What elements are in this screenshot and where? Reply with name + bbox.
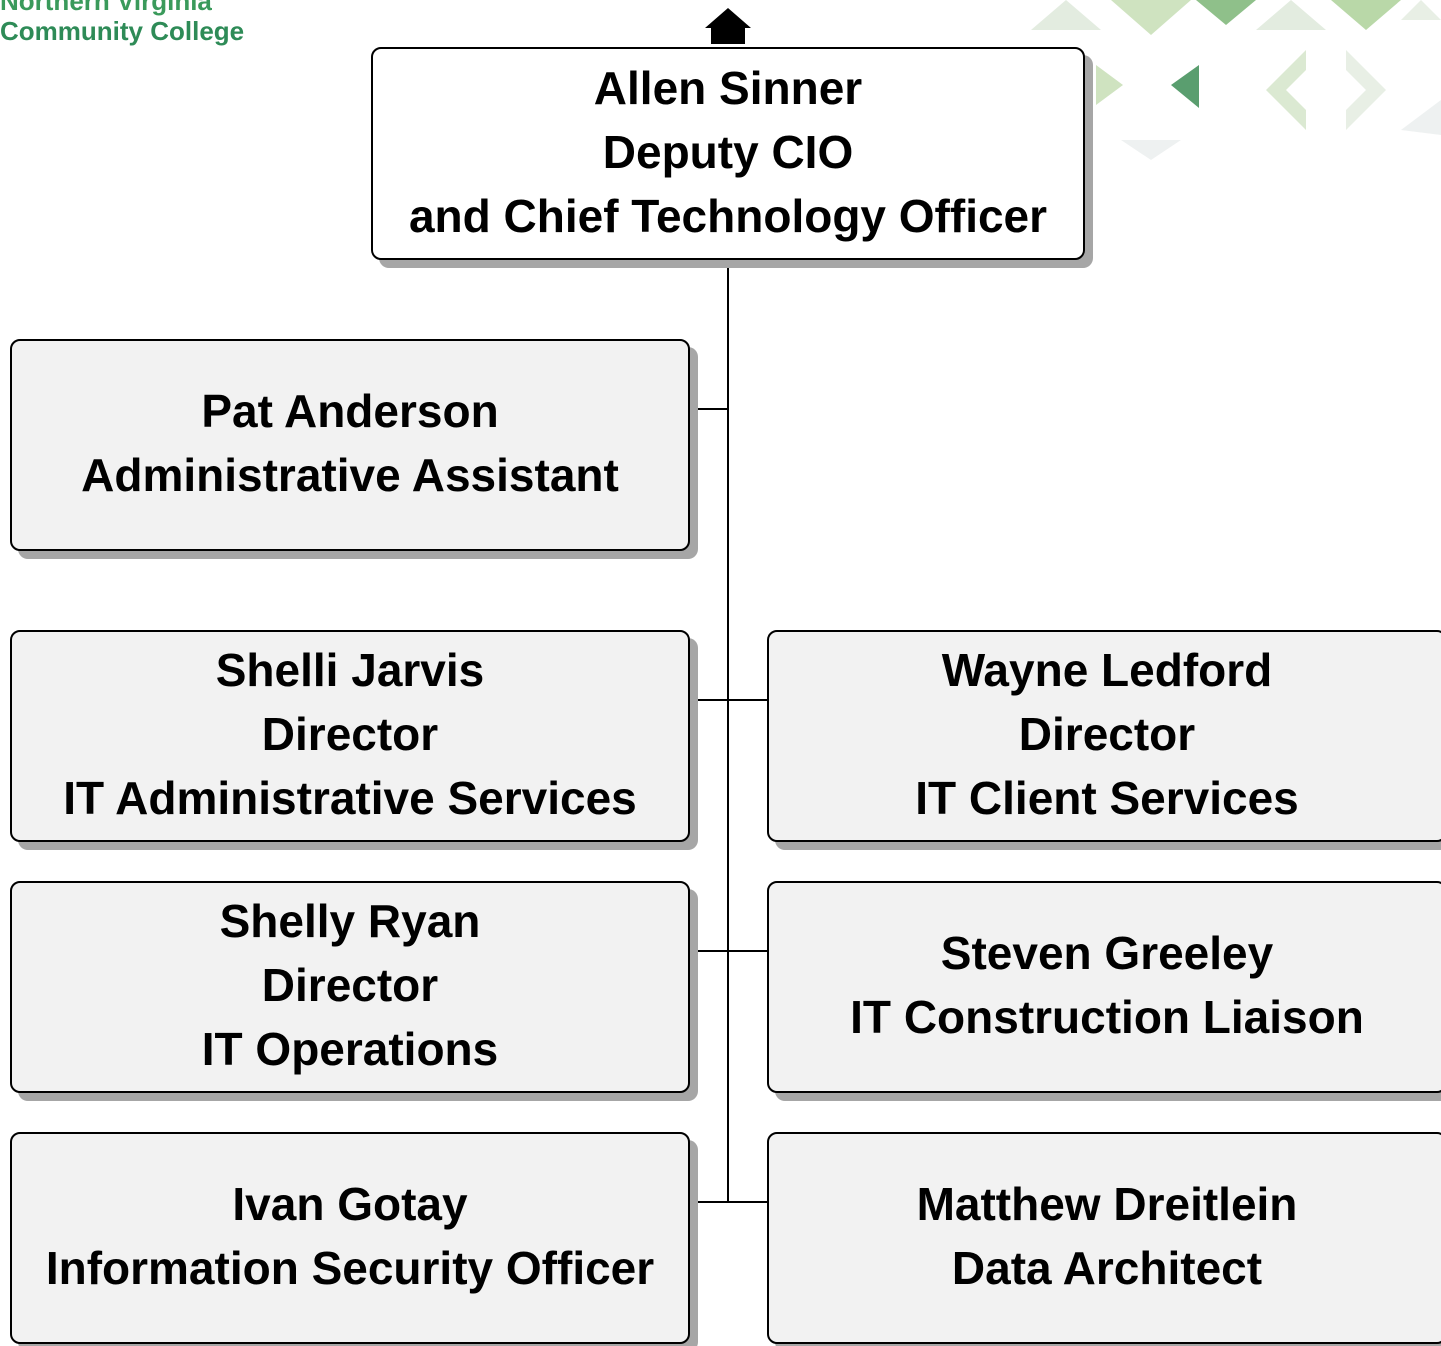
org-node-it-administrative-services: Shelli Jarvis Director IT Administrative…	[10, 630, 690, 842]
org-node-deputy-cio: Allen Sinner Deputy CIO and Chief Techno…	[371, 47, 1085, 260]
org-node-administrative-assistant: Pat Anderson Administrative Assistant	[10, 339, 690, 551]
college-logo: Northern Virginia Community College	[0, 0, 260, 46]
node-title: IT Administrative Services	[63, 772, 637, 824]
logo-line-1: Northern Virginia	[0, 0, 212, 16]
node-name: Steven Greeley	[940, 927, 1274, 979]
node-name: Shelli Jarvis	[215, 644, 485, 696]
node-title: Director	[261, 708, 439, 760]
node-title: IT Client Services	[915, 772, 1299, 824]
node-name: Wayne Ledford	[941, 644, 1273, 696]
node-title: Director	[1018, 708, 1196, 760]
up-arrow-icon	[705, 8, 751, 44]
node-title: Deputy CIO	[602, 125, 854, 178]
org-node-data-architect: Matthew Dreitlein Data Architect	[767, 1132, 1441, 1344]
node-title: IT Construction Liaison	[850, 991, 1364, 1043]
node-title: Data Architect	[951, 1242, 1263, 1294]
node-name: Shelly Ryan	[219, 895, 481, 947]
node-title: Administrative Assistant	[81, 449, 619, 501]
node-name: Pat Anderson	[201, 385, 499, 437]
node-name: Allen Sinner	[593, 61, 863, 114]
node-title: Information Security Officer	[45, 1242, 655, 1294]
node-title: Director	[261, 959, 439, 1011]
node-name: Matthew Dreitlein	[916, 1178, 1298, 1230]
org-node-it-construction-liaison: Steven Greeley IT Construction Liaison	[767, 881, 1441, 1093]
node-title: and Chief Technology Officer	[408, 189, 1048, 242]
logo-line-2: Community College	[0, 16, 245, 46]
org-node-it-client-services: Wayne Ledford Director IT Client Service…	[767, 630, 1441, 842]
decorative-pattern	[1031, 0, 1441, 160]
org-node-information-security-officer: Ivan Gotay Information Security Officer	[10, 1132, 690, 1344]
org-node-it-operations: Shelly Ryan Director IT Operations	[10, 881, 690, 1093]
node-title: IT Operations	[201, 1023, 499, 1075]
node-name: Ivan Gotay	[232, 1178, 468, 1230]
